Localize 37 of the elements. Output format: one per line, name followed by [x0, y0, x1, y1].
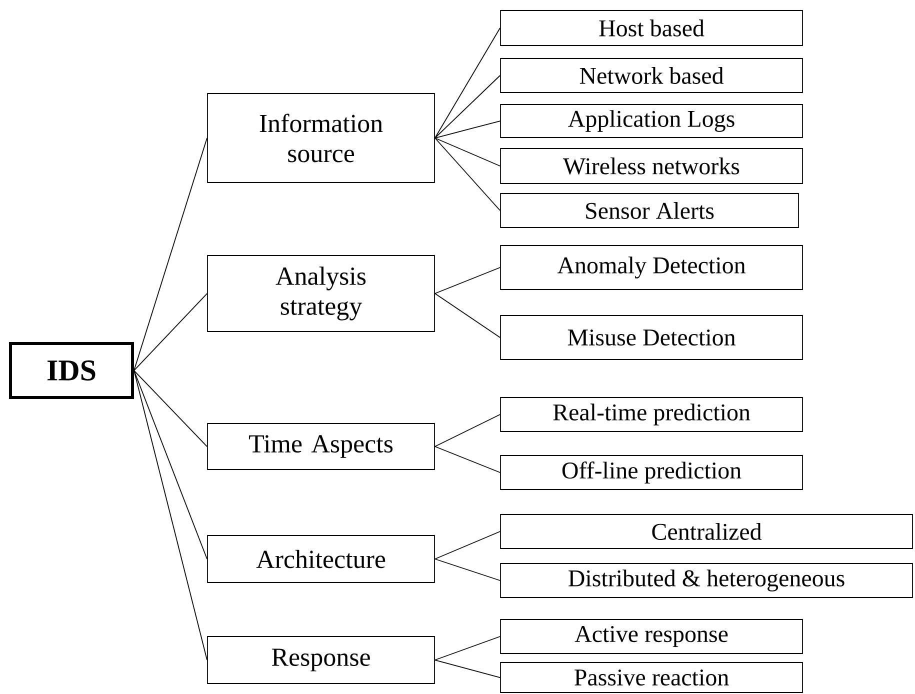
category-box: Analysis strategy: [207, 255, 435, 332]
connector-line: [134, 370, 208, 447]
connector-line: [434, 660, 500, 678]
connector-line: [434, 414, 500, 447]
connector-line: [434, 138, 500, 166]
leaf-box: Active response: [500, 619, 803, 654]
connector-line: [434, 446, 500, 473]
root-box: IDS: [9, 342, 134, 399]
category-box: Architecture: [207, 535, 435, 583]
leaf-box: Real-time prediction: [500, 397, 803, 432]
category-box: Time Aspects: [207, 423, 435, 470]
category-box: Response: [207, 636, 435, 684]
connector-line: [434, 293, 500, 338]
connector-line: [434, 531, 500, 560]
connector-line: [434, 636, 500, 660]
leaf-box: Wireless networks: [500, 148, 803, 184]
connector-line: [134, 293, 208, 371]
connector-line: [434, 28, 500, 138]
connector-line: [434, 267, 500, 294]
category-box: Information source: [207, 93, 435, 183]
leaf-box: Anomaly Detection: [500, 245, 803, 290]
leaf-box: Host based: [500, 10, 803, 46]
leaf-box: Off-line prediction: [500, 455, 803, 490]
connector-line: [434, 138, 500, 211]
leaf-box: Application Logs: [500, 104, 803, 138]
connector-line: [134, 370, 208, 660]
connector-line: [134, 138, 208, 371]
leaf-box: Distributed & heterogeneous: [500, 563, 913, 598]
connector-line: [434, 120, 500, 138]
leaf-box: Network based: [500, 58, 803, 93]
leaf-box: Misuse Detection: [500, 315, 803, 360]
connector-line: [134, 370, 208, 560]
leaf-box: Passive reaction: [500, 662, 803, 693]
connector-line: [434, 75, 500, 138]
leaf-box: Centralized: [500, 514, 913, 549]
leaf-box: Sensor Alerts: [500, 193, 799, 228]
connector-line: [434, 558, 500, 581]
